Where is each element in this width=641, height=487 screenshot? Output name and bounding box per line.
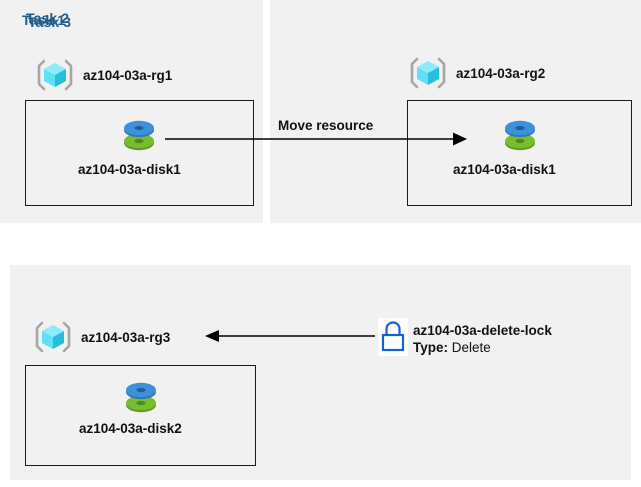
task-1-heading: Task 1 xyxy=(22,12,66,28)
move-resource-arrow xyxy=(165,128,470,150)
managed-disk-icon xyxy=(121,375,161,417)
resource-group-cube-icon xyxy=(33,317,73,357)
lock-type-key: Type: xyxy=(413,340,449,355)
managed-disk-label: az104-03a-disk1 xyxy=(78,162,181,177)
lock-type-value: Delete xyxy=(451,340,491,355)
task-1-resource-box xyxy=(25,100,254,206)
resource-group-rg2: az104-03a-rg2 xyxy=(408,53,545,93)
resource-group-rg1: az104-03a-rg1 xyxy=(35,55,172,95)
resource-group-cube-icon xyxy=(408,53,448,93)
lock-applies-to-arrow xyxy=(205,328,375,344)
task-2-heading: Task 2 xyxy=(26,10,70,26)
task-2-resource-box xyxy=(407,100,632,206)
task-3-resource-box xyxy=(25,365,256,466)
managed-disk-icon xyxy=(500,113,540,155)
managed-disk-label: az104-03a-disk2 xyxy=(79,421,182,436)
lock-icon xyxy=(378,318,408,356)
resource-group-label: az104-03a-rg2 xyxy=(456,65,546,81)
lock-caption: az104-03a-delete-lock Type: Delete xyxy=(413,322,552,356)
managed-disk-label: az104-03a-disk1 xyxy=(453,162,556,177)
lock-type-line: Type: Delete xyxy=(413,339,552,356)
resource-group-label: az104-03a-rg3 xyxy=(81,329,171,345)
lock-name: az104-03a-delete-lock xyxy=(413,323,552,338)
managed-disk-icon xyxy=(119,113,159,155)
resource-group-label: az104-03a-rg1 xyxy=(83,67,173,83)
move-resource-label: Move resource xyxy=(278,118,374,133)
resource-group-rg3: az104-03a-rg3 xyxy=(33,317,170,357)
task-3-heading: Task 3 xyxy=(28,14,72,30)
resource-group-cube-icon xyxy=(35,55,75,95)
